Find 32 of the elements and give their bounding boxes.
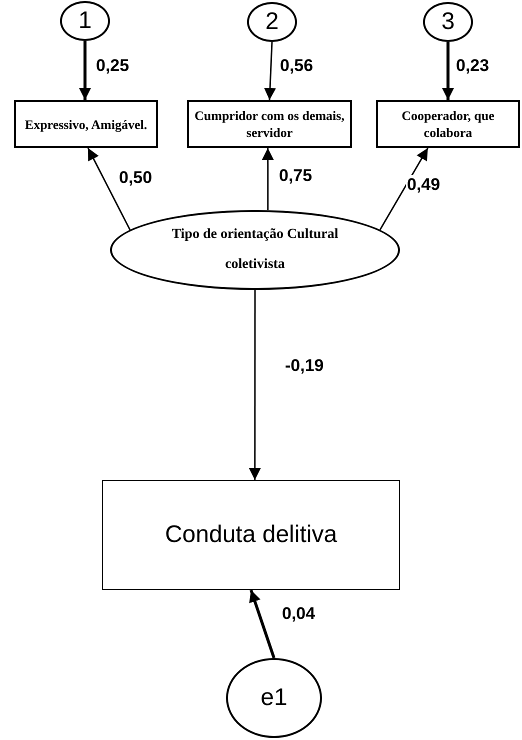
edge-label: -0,19 (284, 356, 325, 376)
error-circle (60, 1, 110, 41)
node-label: Expressivo, Amigável. (24, 116, 148, 132)
error-circle (423, 2, 473, 42)
edge-label: 0,50 (118, 168, 154, 188)
outcome-box (102, 480, 400, 590)
node-label: 1 (78, 6, 92, 36)
node-label: Tipo de orientação Cultural coletivista (170, 226, 340, 274)
node-label: Conduta delitiva (164, 520, 338, 550)
arrow (249, 590, 276, 658)
edge-label: 0,23 (455, 56, 490, 76)
node-label: Cooperador, que colabora (400, 107, 496, 141)
node-label: 3 (441, 7, 455, 37)
indicator-box (14, 100, 158, 148)
error-circle (247, 2, 297, 42)
indicator-box (187, 100, 352, 148)
edge-label: 0,75 (278, 166, 314, 186)
arrow (87, 148, 131, 230)
edge-label: 0,56 (279, 56, 314, 76)
arrow (379, 148, 428, 230)
arrow (264, 42, 276, 100)
node-label: 2 (265, 7, 279, 37)
edge-label: 0,49 (406, 175, 442, 195)
edge-label: 0,25 (95, 56, 130, 76)
node-label: e1 (260, 683, 288, 713)
node-label: Cumpridor com os demais, servidor (194, 107, 346, 141)
arrow (262, 148, 274, 210)
arrow (248, 290, 261, 480)
indicator-box (376, 100, 520, 148)
arrow (79, 41, 91, 100)
edge-label: 0,04 (281, 604, 316, 624)
arrow (442, 42, 454, 100)
